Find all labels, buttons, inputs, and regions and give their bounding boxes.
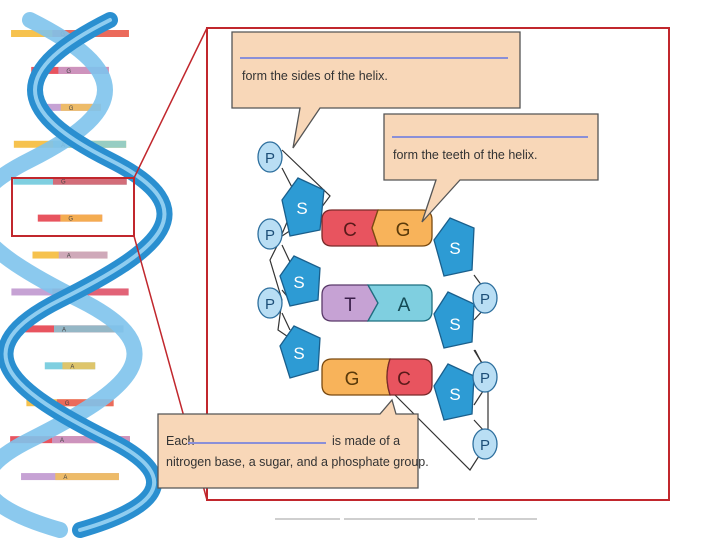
svg-text:P: P bbox=[265, 296, 275, 313]
sugar-right-1: S bbox=[433, 217, 475, 277]
svg-text:S: S bbox=[293, 273, 304, 292]
phosphate-1: P bbox=[257, 141, 283, 173]
base-pair-1: C G bbox=[321, 209, 433, 247]
svg-text:A: A bbox=[398, 295, 411, 316]
svg-text:C: C bbox=[397, 369, 411, 390]
helix-rung-pair bbox=[62, 362, 96, 370]
helix-rung-pair bbox=[52, 177, 127, 185]
svg-text:C: C bbox=[343, 220, 357, 241]
phosphate-4: P bbox=[472, 282, 498, 314]
sugar-left-2: S bbox=[279, 255, 321, 307]
base-a bbox=[366, 284, 433, 322]
base-pair-3: G C bbox=[321, 358, 433, 396]
helix-rung-letter: G bbox=[65, 401, 70, 407]
svg-text:P: P bbox=[480, 291, 490, 308]
helix-rung-pair bbox=[58, 66, 109, 74]
svg-text:S: S bbox=[449, 385, 460, 404]
callout-teeth: form the teeth of the helix. bbox=[383, 113, 599, 223]
svg-text:P: P bbox=[265, 227, 275, 244]
helix-rung-letter: A bbox=[63, 475, 67, 481]
helix-rung-pair bbox=[58, 251, 108, 259]
svg-text:nitrogen base, a sugar, and a: nitrogen base, a sugar, and a phosphate … bbox=[166, 455, 429, 469]
sugar-left-1: S bbox=[281, 177, 325, 237]
helix-zoom-box bbox=[11, 177, 135, 237]
left-strand: P P P S S S bbox=[257, 141, 325, 379]
helix-rung-letter: G bbox=[68, 217, 73, 223]
callout-nucleotide: Each is made of a nitrogen base, a sugar… bbox=[157, 398, 429, 489]
helix-rung-pair bbox=[60, 103, 101, 111]
helix-strand-back bbox=[0, 12, 143, 538]
svg-text:S: S bbox=[293, 344, 304, 363]
svg-text:P: P bbox=[480, 437, 490, 454]
base-pair-2: T A bbox=[321, 284, 433, 322]
sugar-left-3: S bbox=[279, 325, 321, 379]
svg-text:G: G bbox=[345, 369, 360, 390]
zoom-line-top bbox=[133, 27, 208, 179]
sugar-right-2: S bbox=[433, 291, 475, 349]
helix-strand-highlight bbox=[3, 18, 167, 532]
svg-text:is made of a: is made of a bbox=[332, 434, 400, 448]
base-c bbox=[386, 358, 433, 396]
svg-text:S: S bbox=[449, 239, 460, 258]
helix-rung-pair bbox=[55, 473, 119, 481]
helix-rung-pair bbox=[52, 436, 130, 444]
phosphate-5: P bbox=[472, 361, 498, 393]
svg-text:P: P bbox=[265, 150, 275, 167]
phosphate-2: P bbox=[257, 218, 283, 250]
phosphate-3: P bbox=[257, 287, 283, 319]
svg-text:T: T bbox=[344, 295, 356, 316]
helix-rung-letter: A bbox=[60, 438, 64, 444]
base-t bbox=[321, 284, 379, 322]
svg-text:G: G bbox=[396, 220, 411, 241]
helix-rung-letter: G bbox=[61, 180, 66, 186]
callout-sides: form the sides of the helix. bbox=[231, 31, 521, 149]
phosphate-6: P bbox=[472, 428, 498, 460]
helix-rung-letter: G bbox=[69, 106, 74, 112]
helix-rung-pair bbox=[60, 214, 103, 222]
right-strand: S S S P P P bbox=[433, 217, 498, 460]
svg-text:Each: Each bbox=[166, 434, 195, 448]
helix-rung-letter: A bbox=[62, 327, 66, 333]
svg-text:P: P bbox=[480, 370, 490, 387]
base-c bbox=[321, 209, 379, 247]
svg-text:S: S bbox=[296, 199, 307, 218]
helix-rung-pair bbox=[53, 325, 124, 333]
left-backbone-outline bbox=[269, 149, 331, 346]
svg-text:S: S bbox=[449, 315, 460, 334]
sugar-right-3: S bbox=[433, 363, 475, 421]
helix-rung-letter: A bbox=[70, 364, 74, 370]
callout-text: form the teeth of the helix. bbox=[393, 148, 538, 162]
callout-text: form the sides of the helix. bbox=[242, 69, 388, 83]
helix-rung-letter: G bbox=[66, 69, 71, 75]
helix-rung-letter: A bbox=[67, 254, 71, 260]
